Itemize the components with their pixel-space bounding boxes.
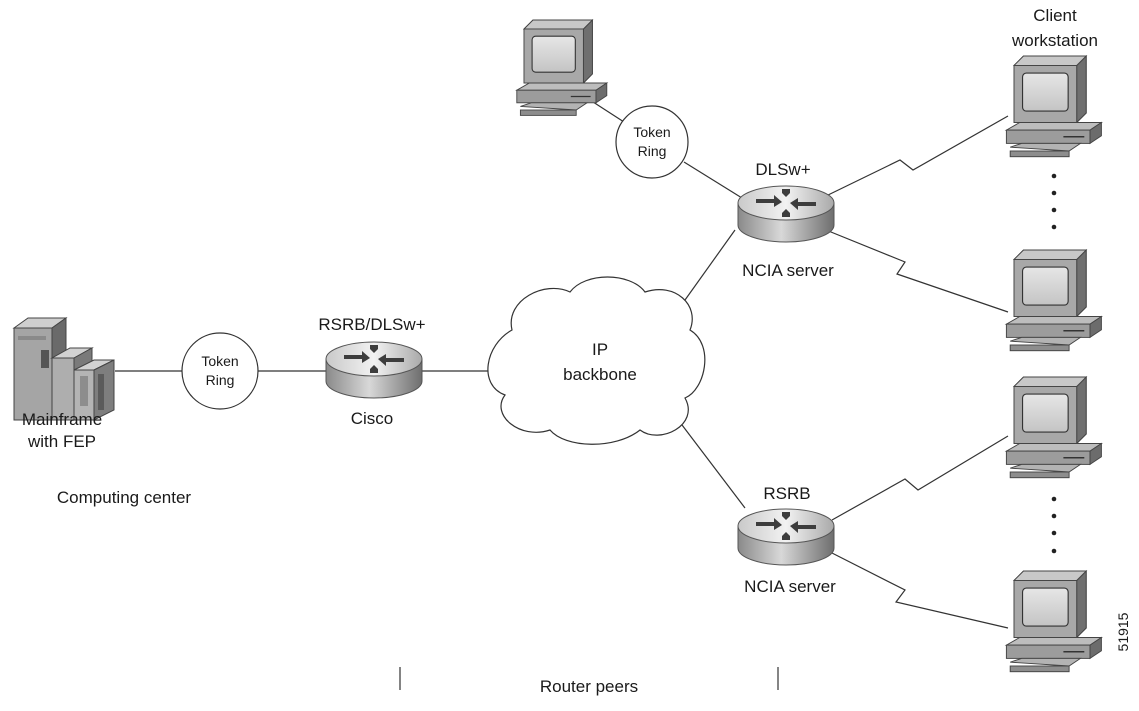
ellipsis-dots-top — [1051, 173, 1057, 230]
token-ring-icon-top: Token Ring — [615, 105, 689, 179]
connection-lines — [115, 99, 1009, 690]
token-ring-top-label-line1: Token — [633, 124, 670, 140]
token-ring-left-label-line2: Ring — [206, 372, 235, 388]
router-icon-cisco — [325, 341, 423, 399]
token-ring-left-label-line1: Token — [201, 353, 238, 369]
ncia-server-top-label: NCIA server — [742, 261, 834, 280]
client-label-line1: Client — [1033, 6, 1077, 25]
rsrb-dlsw-label: RSRB/DLSw+ — [318, 315, 425, 334]
token-ring-top-label-line2: Ring — [638, 143, 667, 159]
client-label-line2: workstation — [1011, 31, 1098, 50]
ip-backbone-label-line1: IP — [592, 340, 608, 359]
rsrb-label: RSRB — [763, 484, 810, 503]
cisco-label: Cisco — [351, 409, 394, 428]
ncia-server-bottom-label: NCIA server — [744, 577, 836, 596]
computing-center-label: Computing center — [57, 488, 192, 507]
ellipsis-dots-bottom — [1051, 496, 1057, 554]
ip-backbone-label-line2: backbone — [563, 365, 637, 384]
workstation-icon-client-1 — [1005, 55, 1103, 158]
router-icon-dlsw — [737, 185, 835, 243]
workstation-icon-client-3 — [1005, 376, 1103, 479]
workstation-icon-top — [516, 19, 608, 117]
workstation-icon-client-2 — [1005, 249, 1103, 352]
workstation-icon-client-4 — [1005, 570, 1103, 673]
mainframe-label-line2: with FEP — [27, 432, 96, 451]
figure-id: 51915 — [1115, 612, 1131, 651]
mainframe-icon — [12, 317, 115, 421]
dlsw-label: DLSw+ — [755, 160, 810, 179]
token-ring-icon-left: Token Ring — [181, 332, 259, 410]
router-icon-rsrb — [737, 508, 835, 566]
mainframe-label-line1: Mainframe — [22, 410, 102, 429]
router-peers-label: Router peers — [540, 677, 638, 696]
cloud-icon: IP backbone — [487, 276, 706, 445]
